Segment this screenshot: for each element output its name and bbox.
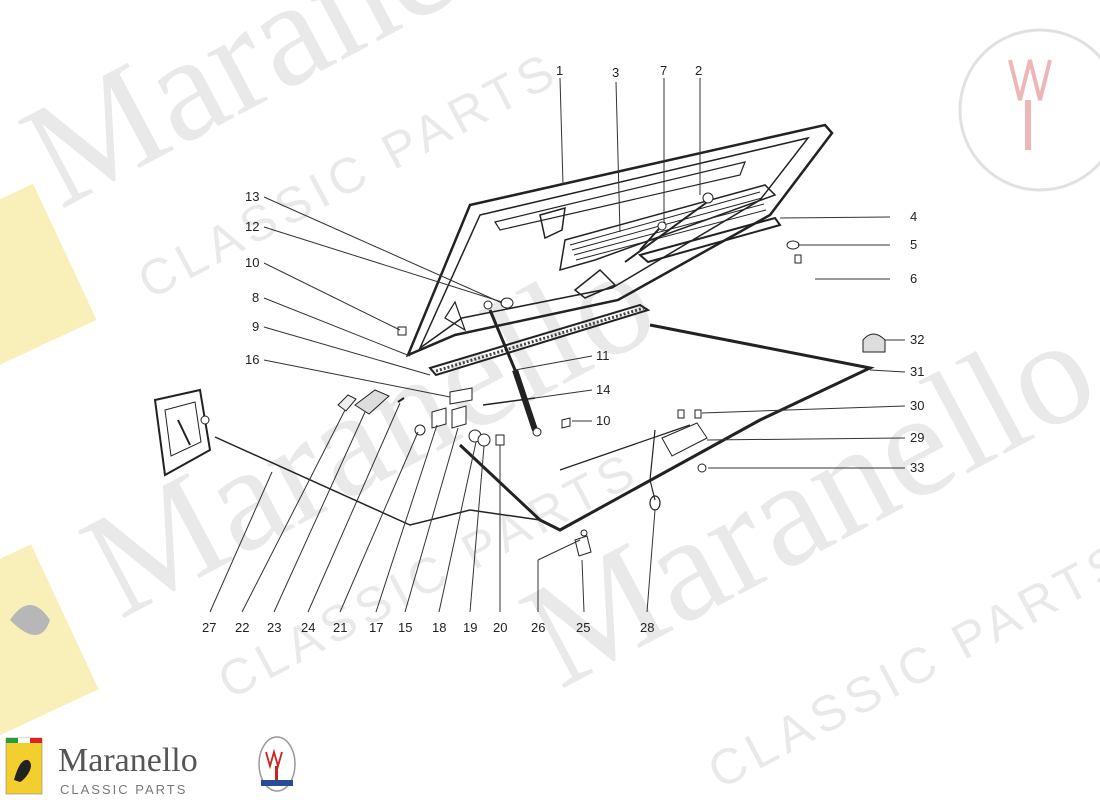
- callout-29: 29: [910, 430, 924, 445]
- maserati-badge-decoration: [958, 28, 1100, 192]
- callout-14: 14: [596, 382, 610, 397]
- lid-prop-rod: [624, 192, 714, 263]
- callout-7: 7: [660, 63, 667, 78]
- lid-lock-assembly: [153, 388, 212, 477]
- seal-strip: [428, 303, 651, 377]
- callout-5: 5: [910, 237, 917, 252]
- callout-10b: 10: [596, 413, 610, 428]
- callout-17: 17: [369, 620, 383, 635]
- callout-9: 9: [252, 319, 259, 334]
- leader-lines: [209, 77, 906, 613]
- callout-30: 30: [910, 398, 924, 413]
- brand-tagline: CLASSIC PARTS: [60, 782, 187, 797]
- callout-11: 11: [596, 348, 610, 363]
- callout-19: 19: [463, 620, 477, 635]
- hardware-pieces: [337, 240, 886, 557]
- callout-10: 10: [245, 255, 259, 270]
- brand-name: Maranello: [58, 742, 198, 779]
- callout-8: 8: [252, 290, 259, 305]
- callout-16: 16: [245, 352, 259, 367]
- brand-logo: Maranello CLASSIC PARTS: [5, 736, 296, 797]
- callout-33: 33: [910, 460, 924, 475]
- callout-labels: 1 3 7 2 4 5 6 13 12 10 8 9 16 11 14 10 3…: [202, 63, 924, 635]
- callout-25: 25: [576, 620, 590, 635]
- callout-27: 27: [202, 620, 216, 635]
- callout-31: 31: [910, 364, 924, 379]
- louver-panel: [539, 184, 777, 299]
- engine-lid-frame: [405, 123, 834, 358]
- perimeter-gasket: [458, 323, 875, 532]
- callout-32: 32: [910, 332, 924, 347]
- callout-2: 2: [695, 63, 702, 78]
- maserati-badge-icon: [258, 736, 296, 792]
- ferrari-badge-decoration: [0, 183, 99, 736]
- callout-22: 22: [235, 620, 249, 635]
- callout-21: 21: [333, 620, 347, 635]
- callout-20: 20: [493, 620, 507, 635]
- release-cable-inner: [649, 429, 656, 501]
- callout-13: 13: [245, 189, 259, 204]
- callout-26: 26: [531, 620, 545, 635]
- callout-28: 28: [640, 620, 654, 635]
- callout-24: 24: [301, 620, 315, 635]
- callout-6: 6: [910, 271, 917, 286]
- callout-18: 18: [432, 620, 446, 635]
- callout-1: 1: [556, 63, 563, 78]
- callout-4: 4: [910, 209, 917, 224]
- callout-12: 12: [245, 219, 259, 234]
- side-trim-strip: [637, 216, 782, 264]
- callout-3: 3: [612, 65, 619, 80]
- callout-23: 23: [267, 620, 281, 635]
- release-cable: [214, 436, 541, 526]
- callout-15: 15: [398, 620, 412, 635]
